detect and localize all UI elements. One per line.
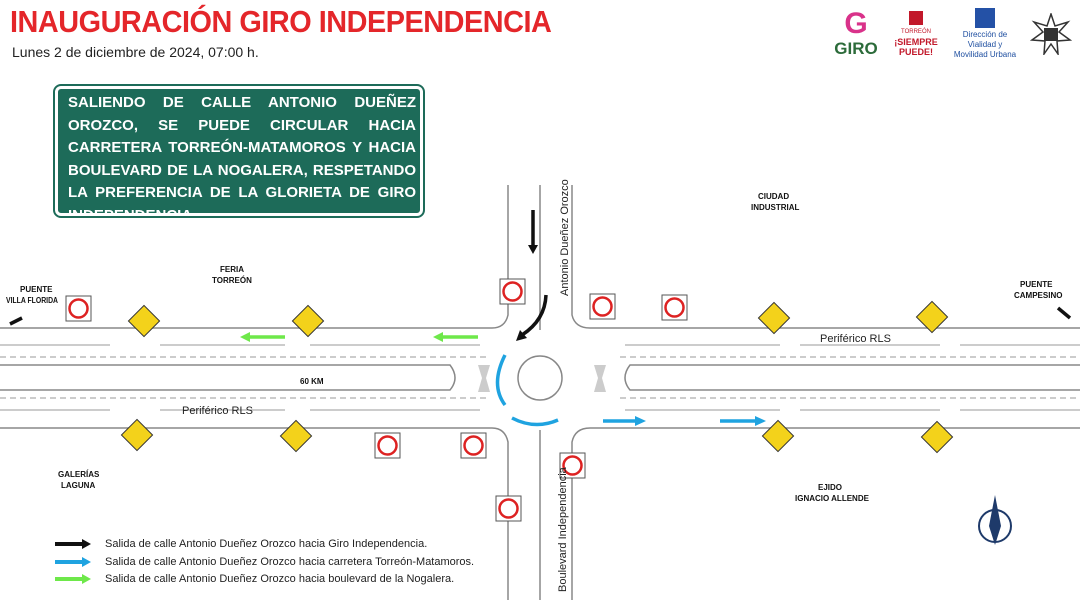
black-arrow-curve <box>521 294 548 337</box>
compass-icon <box>978 495 1012 545</box>
police-star-icon <box>1030 13 1072 55</box>
label-puente-c-1: PUENTE <box>1020 280 1053 289</box>
boulevard-independencia-label: Boulevard Independencia <box>557 466 569 592</box>
vialidad-logo-text: Dirección de Vialidad y Movilidad Urbana <box>953 30 1017 59</box>
road-edges <box>0 185 1080 600</box>
legend-label: Salida de calle Antonio Dueñez Orozco ha… <box>105 556 475 568</box>
legend-item-black: Salida de calle Antonio Dueñez Orozco ha… <box>55 538 427 550</box>
giro-logo-text: GIRO <box>834 39 878 58</box>
green-arrow-icon <box>55 574 91 584</box>
arrow-to-campesino <box>1056 306 1072 320</box>
date-subtitle: Lunes 2 de diciembre de 2024, 07:00 h. <box>12 44 259 60</box>
label-ciudad-1: CIUDAD <box>758 192 789 201</box>
roundabout-center <box>517 355 563 401</box>
speed-label: 60 KM <box>300 377 324 386</box>
periferico-left-label: Periférico RLS <box>182 405 253 417</box>
label-puente-vf-2: VILLA FLORIDA <box>6 296 58 305</box>
legend-label: Salida de calle Antonio Dueñez Orozco ha… <box>105 573 455 585</box>
black-arrow-icon <box>55 539 91 549</box>
lane-lines <box>0 344 1080 411</box>
periferico-right-label: Periférico RLS <box>820 333 891 345</box>
legend-label: Salida de calle Antonio Dueñez Orozco ha… <box>105 538 428 550</box>
torreon-logo-top: TORREÓN <box>901 29 931 35</box>
torreon-logo-text: ¡SIEMPRE PUEDE! <box>894 37 938 57</box>
prohibition-signs <box>65 278 688 522</box>
label-ciudad-2: INDUSTRIAL <box>751 203 800 212</box>
label-feria-2: TORREÓN <box>212 276 252 285</box>
label-galerias-1: GALERÍAS <box>58 470 100 479</box>
legend-item-green: Salida de calle Antonio Dueñez Orozco ha… <box>55 573 454 585</box>
blue-arrow-left <box>495 354 507 407</box>
right-island <box>594 365 606 392</box>
label-puente-vf-1: PUENTE <box>20 285 53 294</box>
arrow-to-villa-florida <box>9 316 23 326</box>
warning-signs <box>120 300 954 454</box>
blue-arrow-icon <box>55 557 91 567</box>
torreon-logo: TORREÓN ¡SIEMPRE PUEDE! <box>892 11 940 57</box>
label-ejido-2: IGNACIO ALLENDE <box>795 494 870 503</box>
label-puente-c-2: CAMPESINO <box>1014 291 1062 300</box>
label-galerias-2: LAGUNA <box>61 481 95 490</box>
vialidad-logo: Dirección de Vialidad y Movilidad Urbana <box>950 8 1020 60</box>
page-title: INAUGURACIÓN GIRO INDEPENDENCIA <box>10 4 552 39</box>
left-island <box>478 365 490 392</box>
label-ejido-1: EJIDO <box>818 483 842 492</box>
blue-arrow-bottom <box>511 416 559 427</box>
notice-box: SALIENDO DE CALLE ANTONIO DUEÑEZ OROZCO,… <box>53 84 425 224</box>
legend-item-blue: Salida de calle Antonio Dueñez Orozco ha… <box>55 556 474 568</box>
label-feria-1: FERIA <box>220 265 244 274</box>
antonio-duenez-label: Antonio Dueñez Orozco <box>559 179 571 296</box>
route-arrows <box>9 210 1072 427</box>
